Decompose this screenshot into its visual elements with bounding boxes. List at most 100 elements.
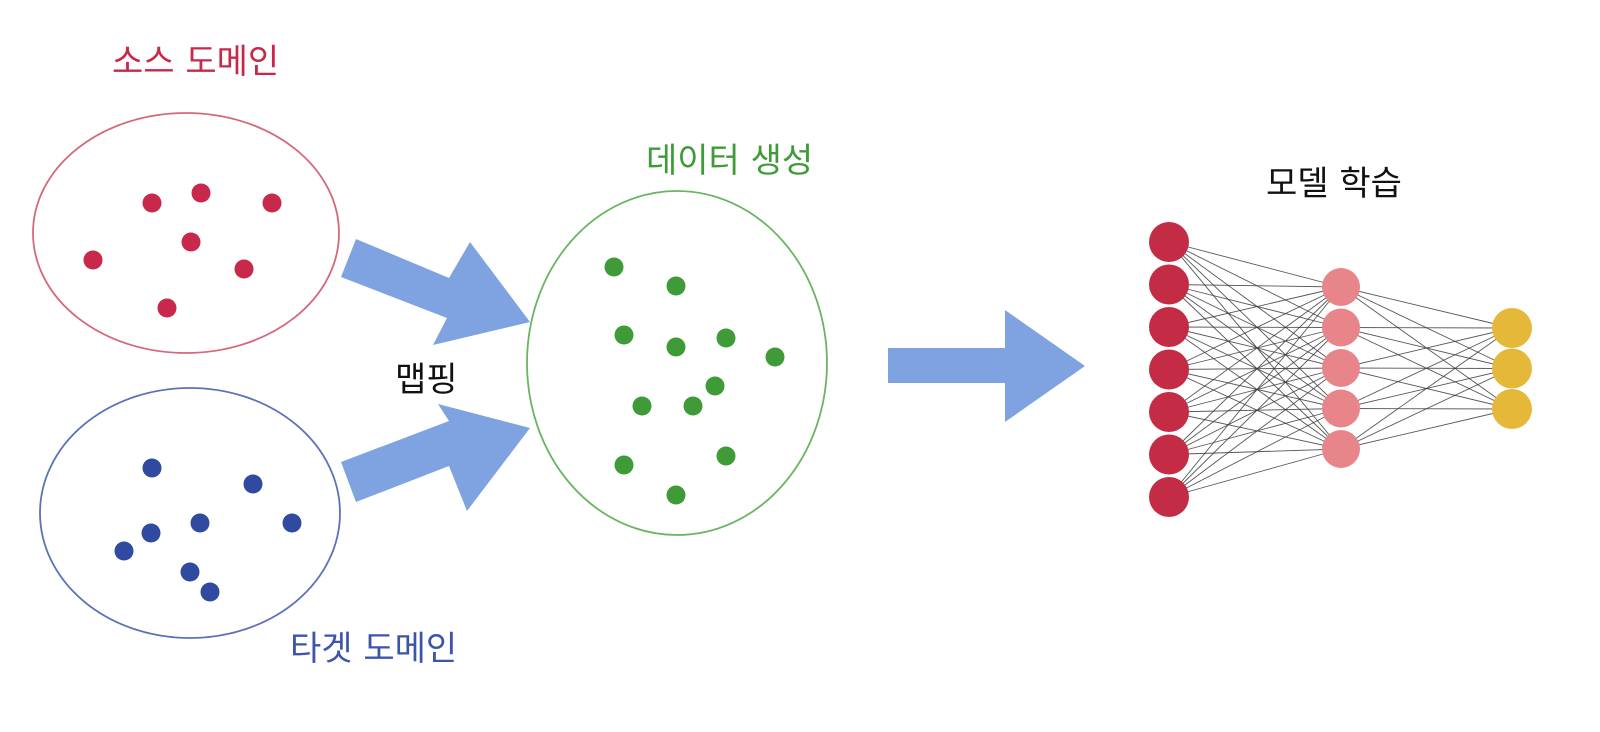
network-edge <box>1168 284 1342 288</box>
generated-data-ellipse <box>526 190 828 536</box>
training-arrow <box>888 310 1085 422</box>
network-edge <box>1340 327 1513 409</box>
target-point <box>243 474 263 494</box>
network-edge <box>1168 327 1342 370</box>
network-edge <box>1168 327 1342 498</box>
network-edge <box>1168 326 1342 409</box>
input-node <box>1149 392 1189 432</box>
network-edge <box>1168 408 1342 498</box>
network-edge <box>1340 327 1513 450</box>
network-edge <box>1168 448 1342 455</box>
network-edge <box>1168 367 1342 413</box>
network-edge <box>1168 286 1342 370</box>
network-edge <box>1168 327 1342 413</box>
network-edge <box>1168 241 1342 409</box>
generated-points <box>604 257 785 505</box>
network-edge <box>1168 326 1342 328</box>
source-domain-group: 소스 도메인 <box>32 42 340 354</box>
network-edge <box>1168 327 1342 455</box>
input-node <box>1149 349 1189 390</box>
output-node <box>1492 308 1532 348</box>
target-point <box>190 513 210 533</box>
target-domain-ellipse <box>39 387 341 639</box>
source-point <box>262 193 282 213</box>
network-edge <box>1340 286 1513 329</box>
output-node <box>1492 348 1532 389</box>
network-edge <box>1168 284 1342 450</box>
hidden-node <box>1322 268 1360 306</box>
mapping-label: 맵핑 <box>395 360 458 400</box>
input-node <box>1149 477 1189 517</box>
target-point <box>180 562 200 582</box>
target-domain-group: 타겟 도메인 <box>39 387 457 669</box>
source-point <box>157 298 177 318</box>
target-point <box>141 523 161 543</box>
network-edge <box>1168 367 1342 498</box>
model-training-label: 모델 학습 <box>1266 164 1402 204</box>
network-edge <box>1168 448 1342 498</box>
network-nodes <box>1149 222 1532 517</box>
network-edge <box>1168 286 1342 455</box>
target-point <box>142 458 162 478</box>
target-point <box>282 513 302 533</box>
network-edge <box>1168 286 1342 498</box>
source-points <box>83 183 282 318</box>
mapping-arrows: 맵핑 <box>341 239 530 511</box>
network-edge <box>1340 408 1513 450</box>
hidden-node <box>1322 308 1360 347</box>
generated-point <box>614 325 634 345</box>
network-edge <box>1168 367 1342 370</box>
network-edge <box>1168 241 1342 450</box>
network-edge <box>1168 284 1342 369</box>
input-node <box>1149 434 1189 475</box>
target-point <box>114 541 134 561</box>
output-node <box>1492 389 1532 429</box>
generated-data-group: 데이터 생성 <box>526 141 828 536</box>
source-domain-ellipse <box>32 112 340 354</box>
network-edge <box>1168 286 1342 413</box>
network-edge <box>1168 284 1342 328</box>
network-edge <box>1168 241 1342 288</box>
network-edge <box>1168 369 1342 409</box>
network-edge <box>1168 408 1342 455</box>
target-points <box>114 458 302 602</box>
generated-point <box>604 257 624 277</box>
generated-point <box>765 347 785 367</box>
mapping-arrow-upper <box>341 239 530 345</box>
network-edge <box>1340 327 1513 369</box>
network-edge <box>1340 327 1513 329</box>
mapping-arrow-lower <box>341 404 530 511</box>
target-domain-label: 타겟 도메인 <box>290 629 457 669</box>
network-edge <box>1168 411 1342 450</box>
source-point <box>83 250 103 270</box>
input-node <box>1149 222 1189 262</box>
generated-point <box>716 328 736 348</box>
generated-point <box>666 337 686 357</box>
generated-point <box>666 276 686 296</box>
network-edge <box>1168 408 1342 413</box>
neural-network-group: 모델 학습 <box>1149 164 1532 517</box>
network-edges <box>1168 241 1513 498</box>
generated-point <box>705 376 725 396</box>
network-edge <box>1168 286 1342 328</box>
source-point <box>191 183 211 203</box>
data-generation-label: 데이터 생성 <box>646 141 813 181</box>
hidden-node <box>1322 349 1360 387</box>
generated-point <box>683 396 703 416</box>
generated-point <box>666 485 686 505</box>
input-node <box>1149 264 1189 305</box>
network-edge <box>1168 284 1342 409</box>
generated-point <box>716 446 736 466</box>
input-node <box>1149 307 1189 347</box>
source-point <box>181 232 201 252</box>
target-point <box>200 582 220 602</box>
network-edge <box>1168 369 1342 450</box>
source-domain-label: 소스 도메인 <box>112 42 279 82</box>
generated-point <box>632 396 652 416</box>
network-edge <box>1168 241 1342 328</box>
hidden-node <box>1322 389 1360 428</box>
network-edge <box>1168 367 1342 455</box>
hidden-node <box>1322 430 1360 468</box>
network-edge <box>1340 368 1513 450</box>
network-edge <box>1168 326 1342 369</box>
